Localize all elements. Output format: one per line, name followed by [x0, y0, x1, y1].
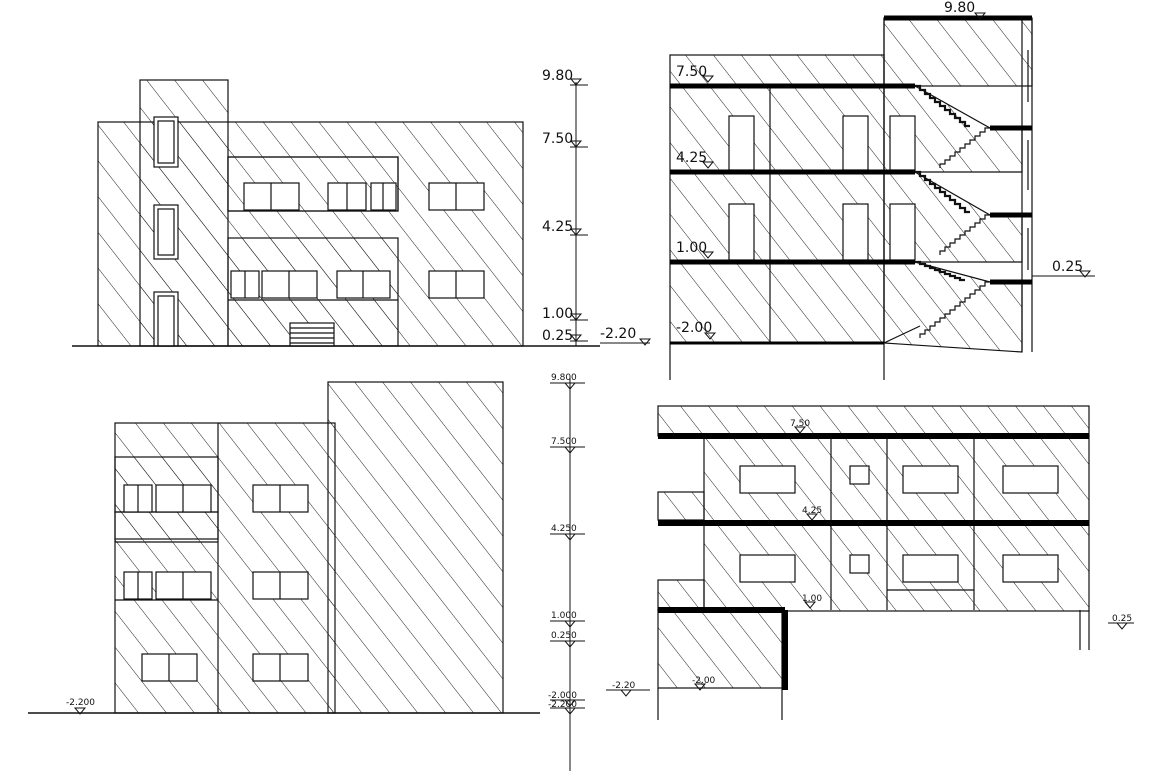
rear-level-minus-2-200-ground: -2.200 [66, 698, 95, 708]
section-a-level-minus-2-00: -2.00 [676, 320, 712, 336]
rear-elevation [28, 381, 540, 714]
section-b-level-4-25: 4.25 [802, 506, 822, 516]
section-a-level-4-25: 4.25 [676, 150, 707, 166]
front-level-7-50: 7.50 [542, 131, 573, 147]
front-level-4-25: 4.25 [542, 219, 573, 235]
section-b-level-0-25: 0.25 [1112, 614, 1132, 624]
front-level-1-00: 1.00 [542, 306, 573, 322]
front-level-0-25: 0.25 [542, 328, 573, 344]
section-a-level-minus-2-20: -2.20 [600, 326, 636, 342]
front-level-9-80: 9.80 [542, 68, 573, 84]
rear-level-bar [74, 378, 585, 771]
section-b-level-minus-2-20: -2.20 [612, 681, 636, 691]
section-a-level-7-50: 7.50 [676, 64, 707, 80]
rear-level-1-000: 1.000 [551, 611, 577, 621]
rear-level-9-800: 9.800 [551, 373, 577, 383]
section-a-level-0-25: 0.25 [1052, 259, 1083, 275]
section-b-markers [606, 426, 1134, 697]
section-a-level-9-80: 9.80 [944, 0, 975, 16]
rear-level-7-500: 7.500 [551, 437, 577, 447]
front-level-bar [570, 78, 588, 346]
front-elevation [72, 79, 600, 347]
section-b-level-1-00: 1.00 [802, 594, 822, 604]
section-a-slabs [670, 15, 1032, 345]
rear-level-0-250: 0.250 [551, 631, 577, 641]
section-b-level-minus-2-00: -2.00 [692, 676, 716, 686]
section-b [657, 405, 1090, 720]
rear-level-4-250: 4.250 [551, 524, 577, 534]
section-a [669, 17, 1033, 380]
section-a-level-1-00: 1.00 [676, 240, 707, 256]
rear-level-minus-2-200-bar: -2.200 [548, 700, 577, 710]
section-b-slabs [658, 433, 1089, 690]
section-a-markers [600, 12, 1095, 346]
rear-level-minus-2-000: -2.000 [548, 691, 577, 701]
section-b-level-7-50: 7.50 [790, 419, 810, 429]
